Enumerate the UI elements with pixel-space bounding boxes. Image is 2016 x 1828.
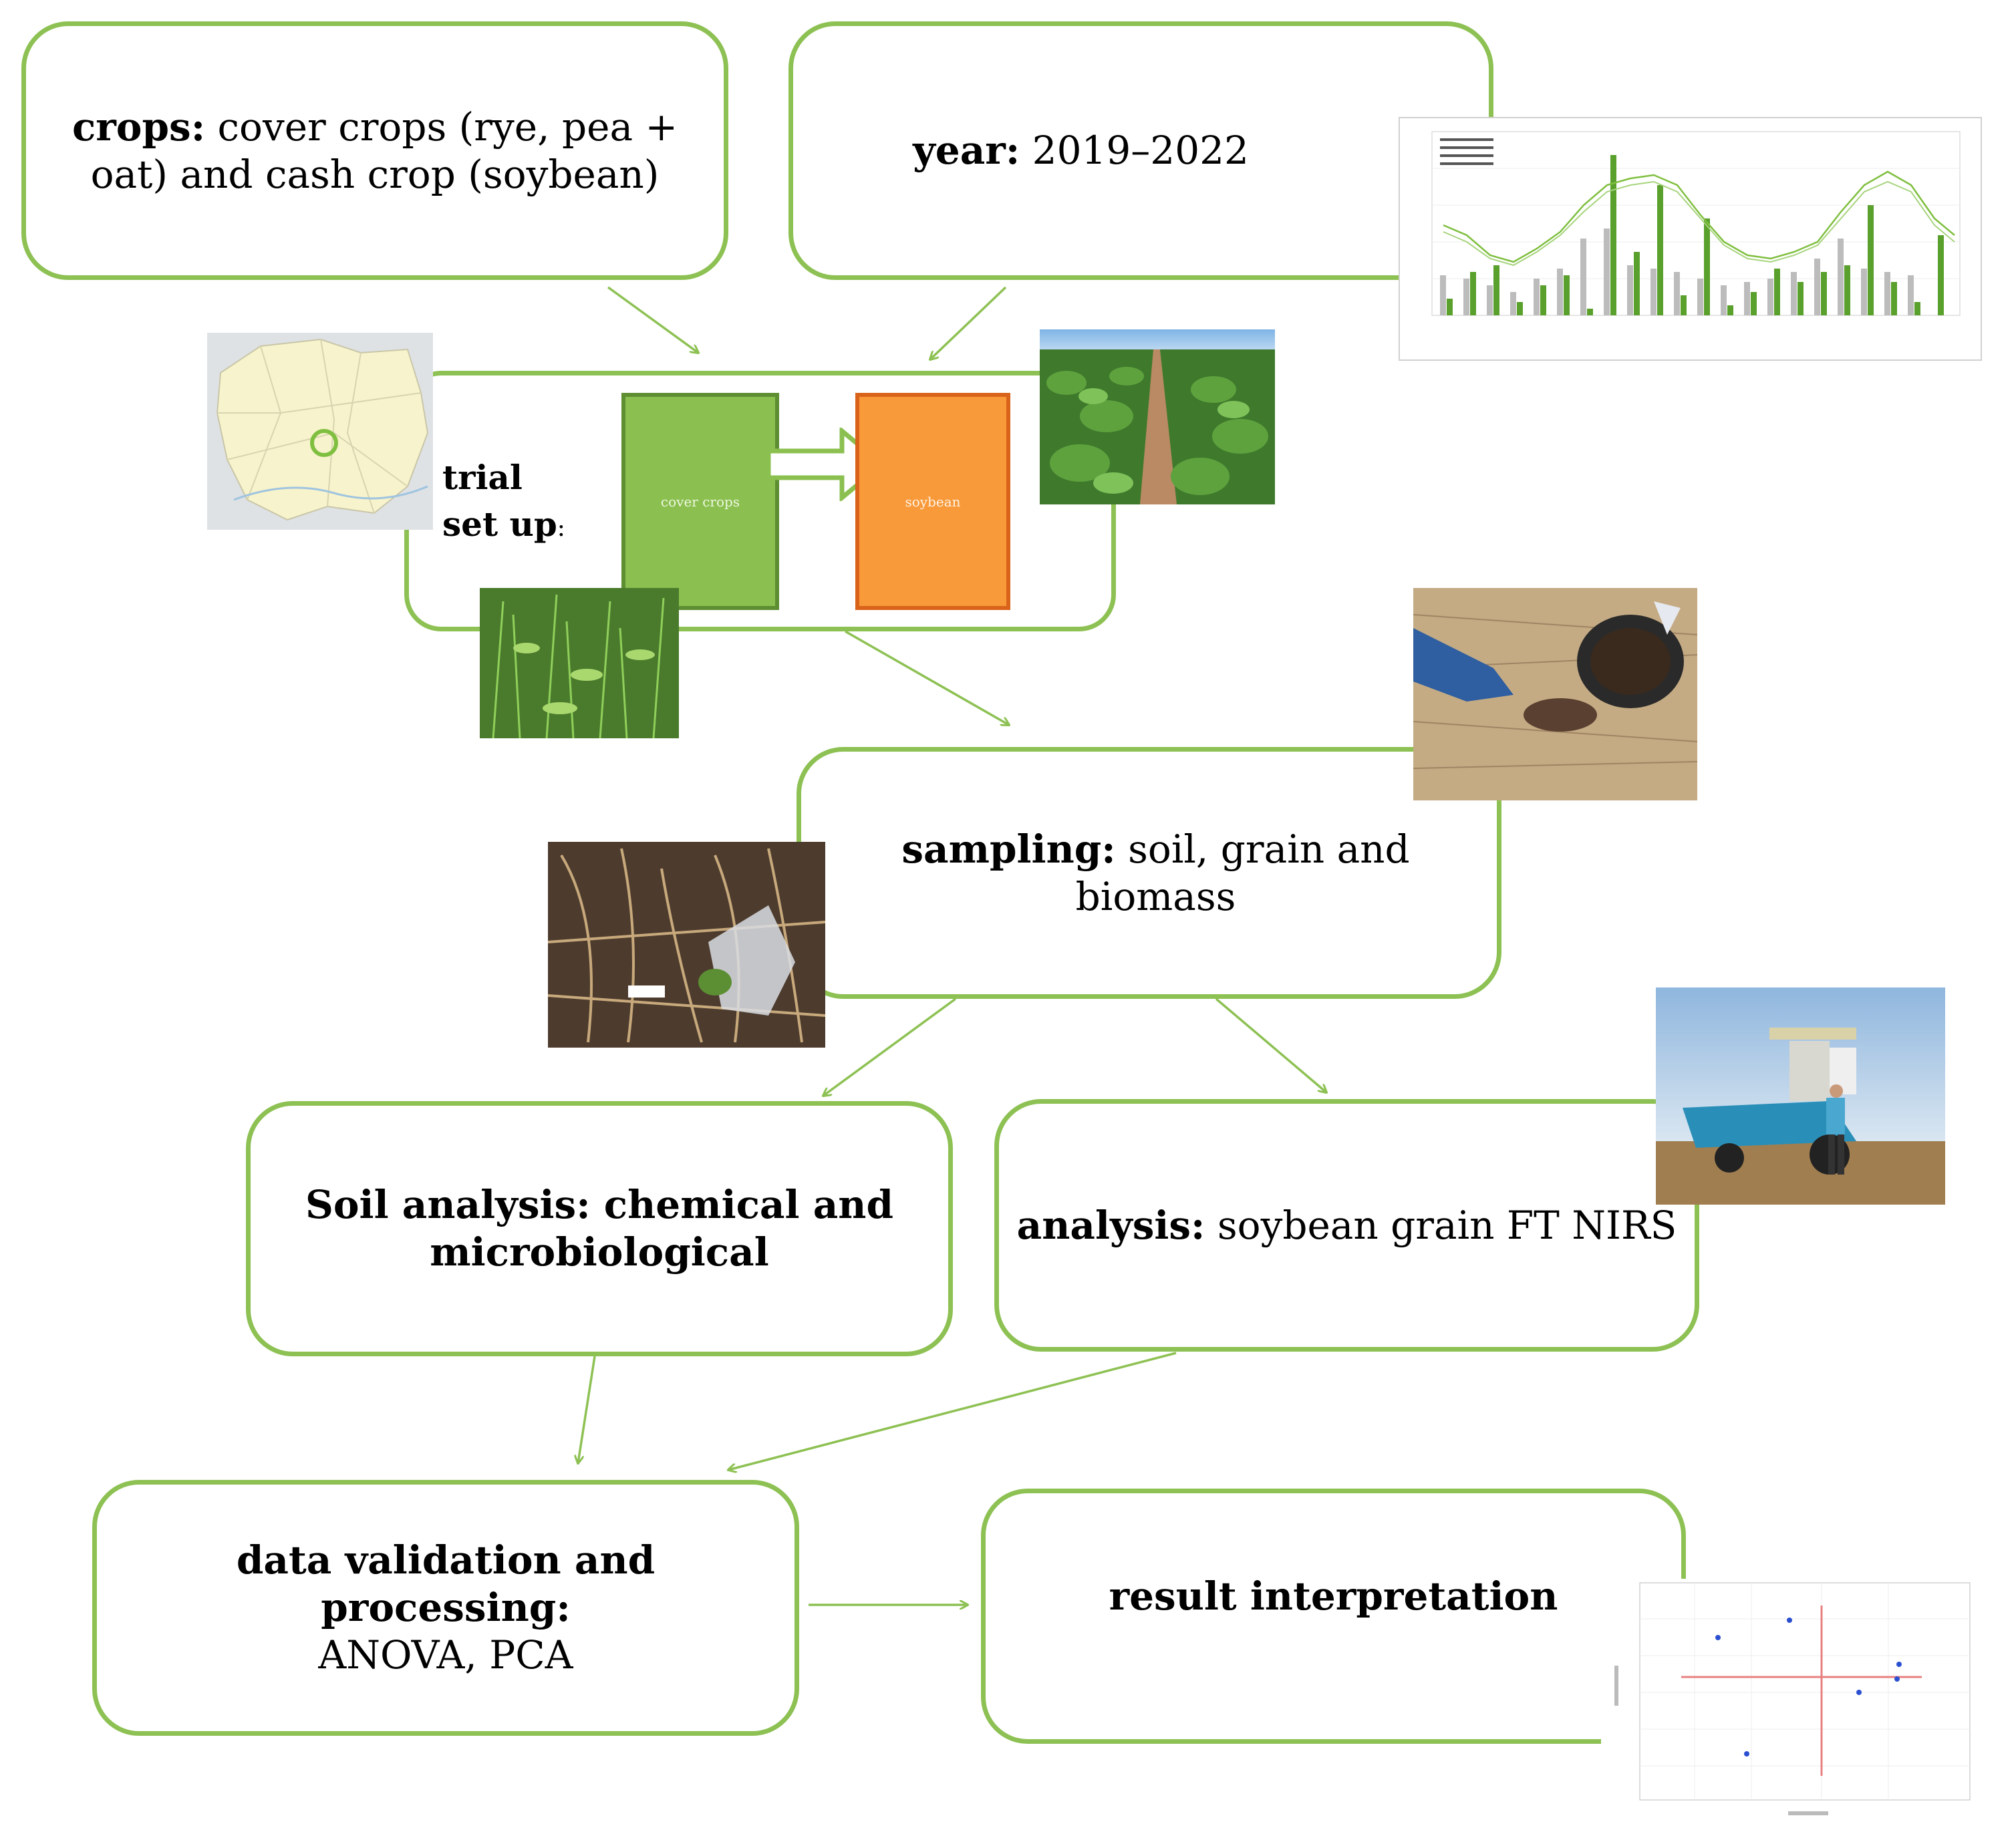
grain-analysis-box: analysis: soybean grain FT NIRS	[994, 1099, 1699, 1352]
arrow-grain-to-data	[728, 1352, 1177, 1470]
soybean-block: soybean	[855, 393, 1010, 610]
arrow-sampling-to-grain	[1215, 998, 1326, 1092]
year-box: year: 2019–2022	[788, 21, 1493, 280]
result-text: result interpretation	[1109, 1573, 1558, 1619]
soil-analysis-box: Soil analysis: chemical and microbiologi…	[246, 1101, 953, 1356]
crops-box: crops: cover crops (rye, pea + oat) and …	[21, 21, 728, 280]
climate-chart-thumbnail	[1399, 117, 1982, 361]
arrow-crops-to-trial	[607, 286, 698, 353]
map-thumbnail	[207, 333, 433, 530]
sampling-box: sampling: soil, grain and biomass	[797, 747, 1501, 999]
soil-analysis-text: Soil analysis: chemical and microbiologi…	[305, 1182, 894, 1275]
pca-plot-thumbnail	[1601, 1579, 1975, 1823]
sampling-text: sampling: soil, grain and biomass	[901, 826, 1410, 919]
soybean-field-photo	[1040, 329, 1275, 504]
harvester-photo	[1656, 987, 1945, 1205]
grain-analysis-text: analysis: soybean grain FT NIRS	[1016, 1202, 1677, 1248]
cover-crop-photo	[480, 588, 679, 738]
cover-crops-block: cover crops	[621, 393, 779, 610]
data-processing-text: data validation and processing:ANOVA, PC…	[236, 1537, 656, 1678]
arrow-trial-to-sampling	[845, 630, 1009, 725]
year-text: year: 2019–2022	[913, 128, 1249, 174]
soybean-label: soybean	[905, 493, 961, 510]
arrow-sampling-to-soil	[823, 998, 957, 1096]
arrow-soil-to-data	[578, 1356, 596, 1463]
result-box: result interpretation	[981, 1489, 1686, 1744]
soil-sampling-photo	[1413, 588, 1697, 800]
cover-crops-label: cover crops	[660, 493, 740, 510]
biomass-sampling-photo	[548, 842, 825, 1048]
trial-setup-label: trial set up:	[442, 458, 565, 544]
arrow-year-to-trial	[930, 286, 1007, 359]
crops-text: crops: cover crops (rye, pea + oat) and …	[71, 104, 678, 197]
data-processing-box: data validation and processing:ANOVA, PC…	[92, 1480, 799, 1736]
